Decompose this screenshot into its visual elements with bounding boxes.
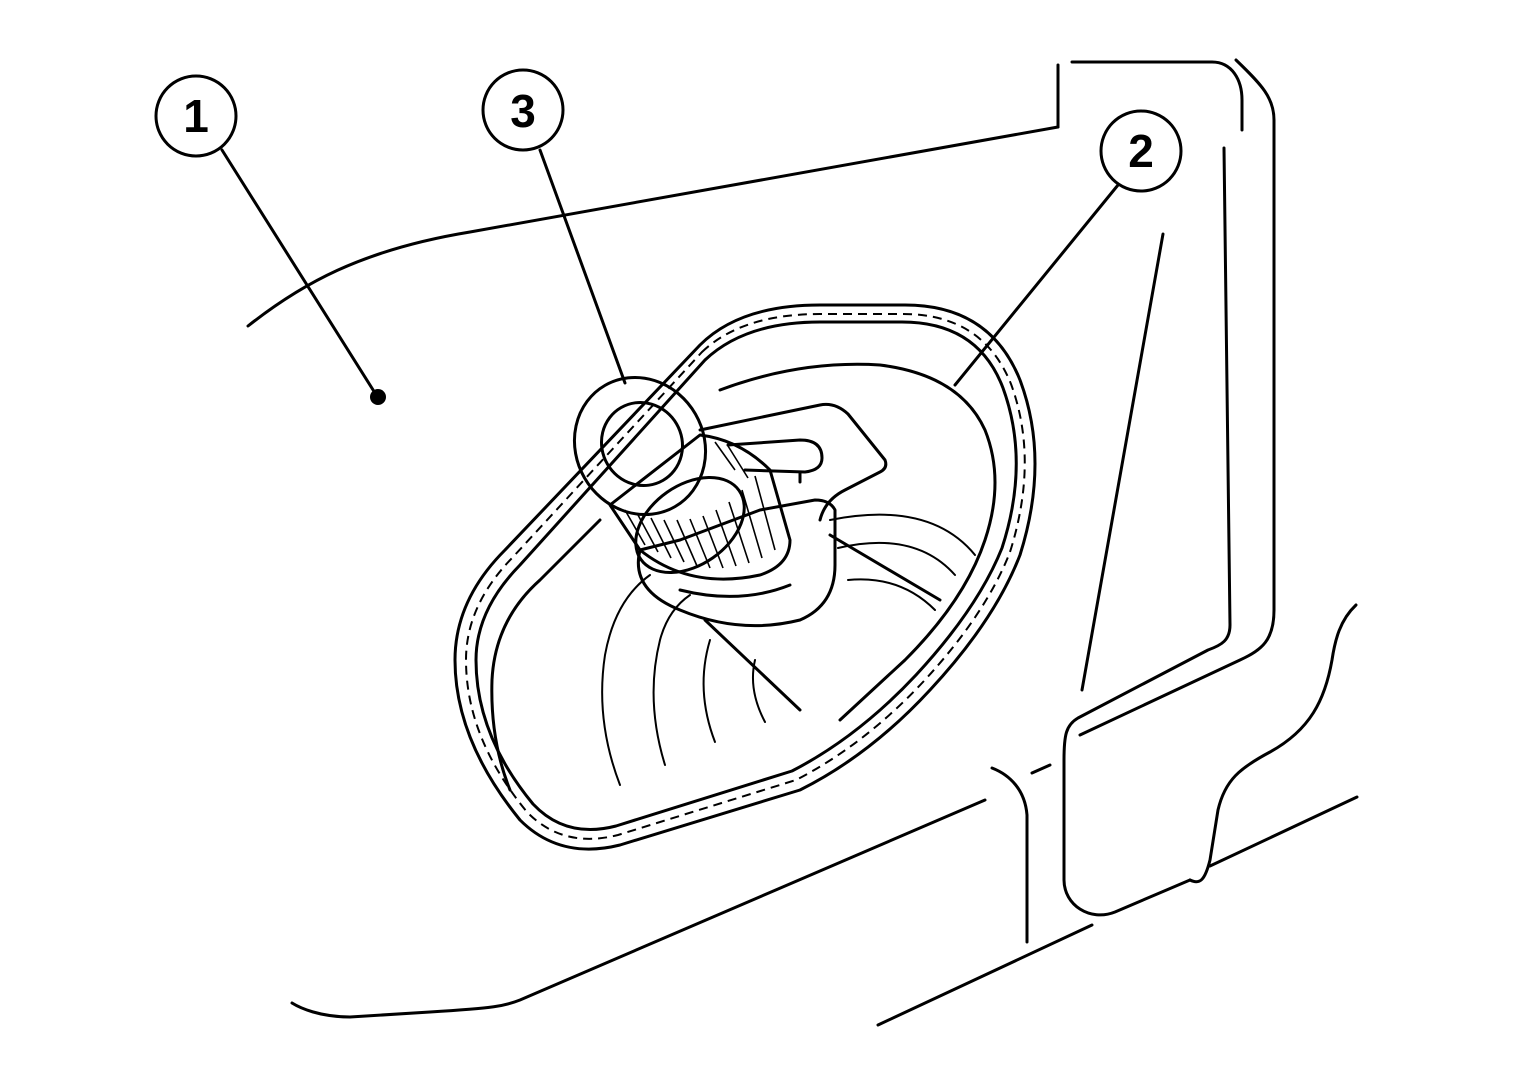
- gasket: [453, 303, 1037, 851]
- pan-opening: [490, 362, 997, 792]
- callout-1-label: 1: [183, 90, 209, 142]
- drain-plug-bracket: [698, 402, 888, 522]
- callout-2: 2: [1099, 109, 1183, 193]
- knurl-lines: [624, 441, 776, 569]
- callout-2-label: 2: [1128, 125, 1154, 177]
- drain-plug: [572, 375, 837, 628]
- callout-3: 3: [481, 68, 565, 152]
- callout-3-label: 3: [510, 85, 536, 137]
- callout-1: 1: [154, 74, 238, 158]
- leader-lines: [220, 148, 1120, 395]
- housing-body: [246, 58, 1359, 1027]
